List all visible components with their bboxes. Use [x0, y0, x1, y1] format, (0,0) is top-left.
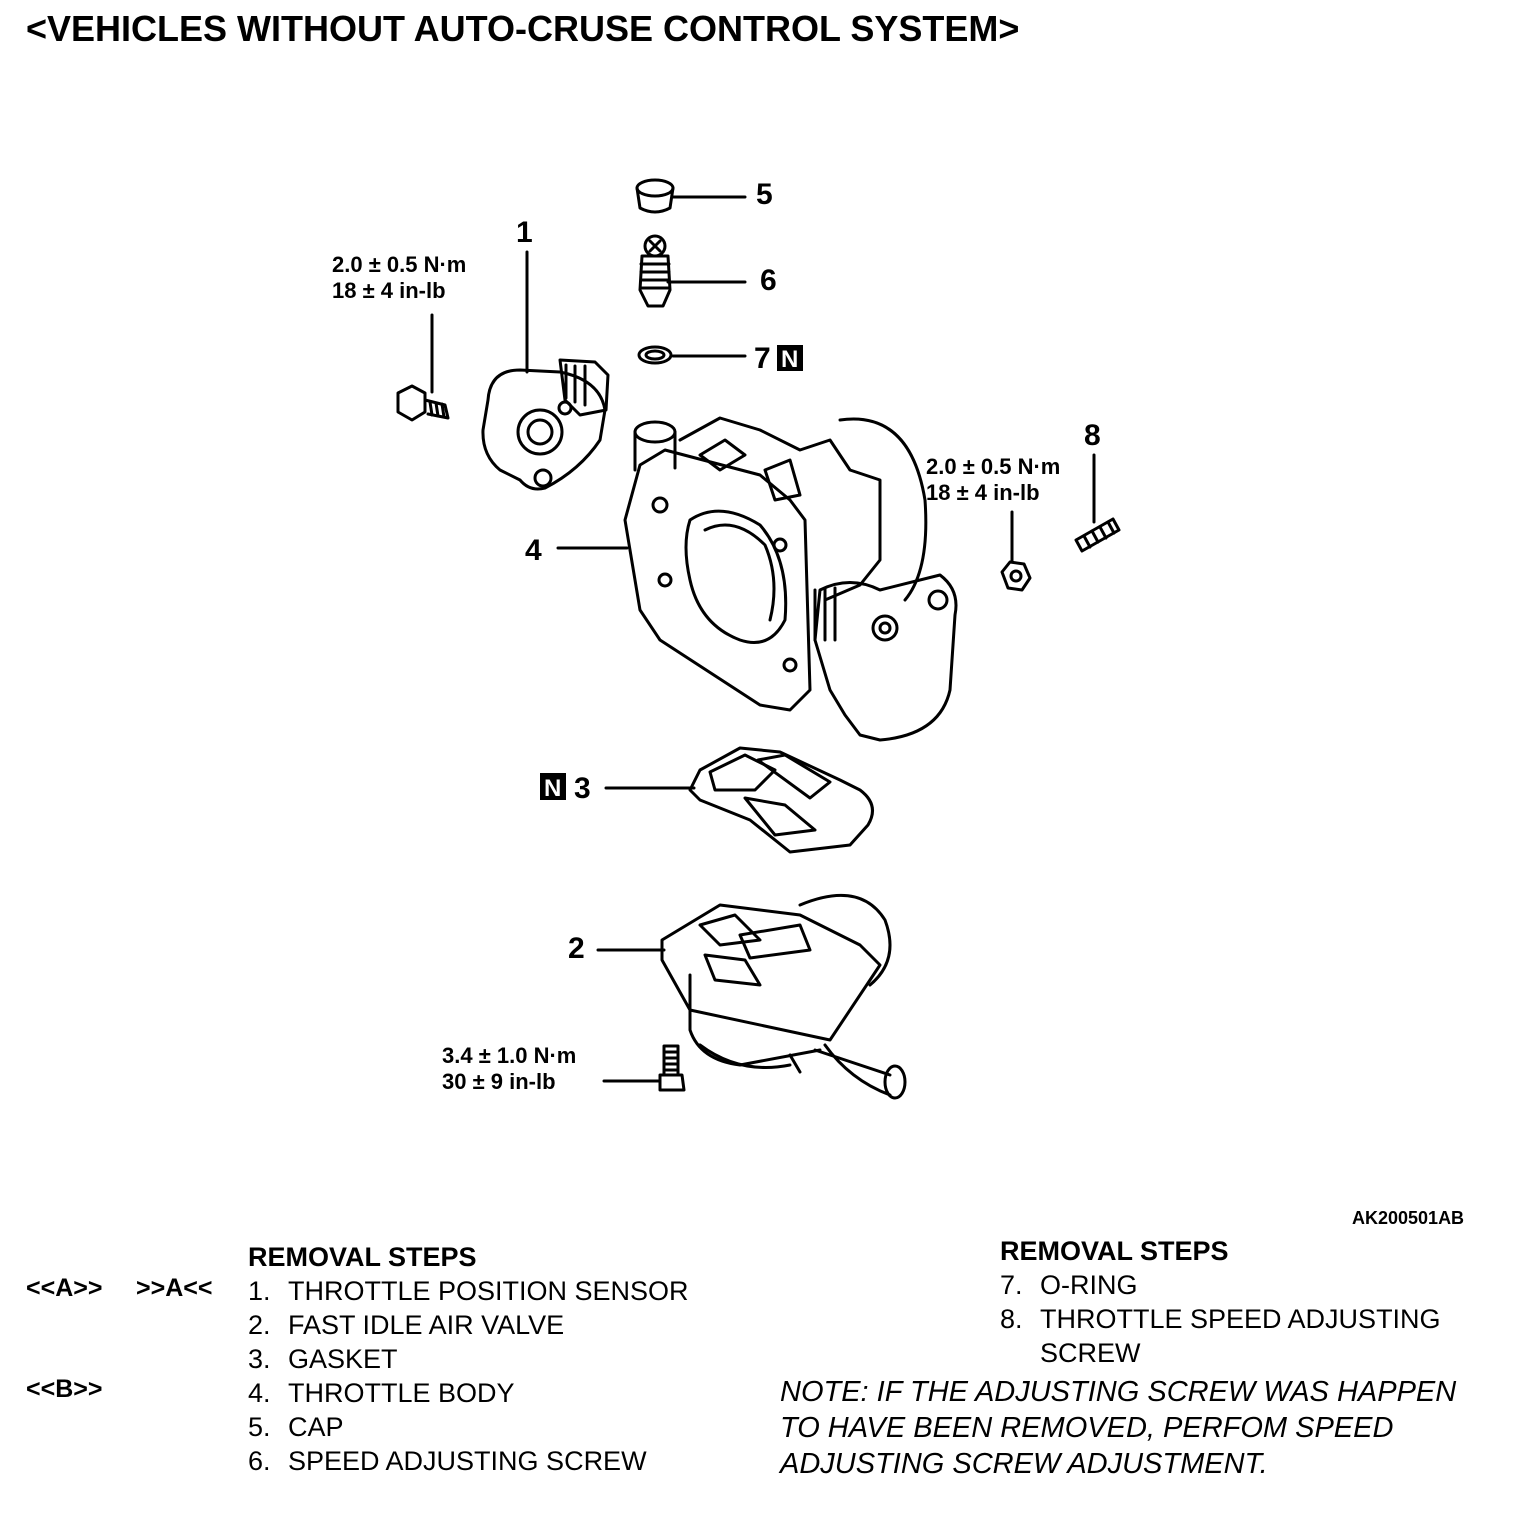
page-title: <VEHICLES WITHOUT AUTO-CRUSE CONTROL SYS… [26, 8, 1020, 49]
step-item: 1.THROTTLE POSITION SENSOR [248, 1276, 689, 1306]
new-part-mark-7: N [781, 346, 798, 373]
fast-idle-air-valve-part [660, 893, 907, 1100]
note-line: TO HAVE BEEN REMOVED, PERFOM SPEED [780, 1412, 1394, 1444]
step-item: 3.GASKET [248, 1344, 398, 1374]
new-part-badge-3 [540, 773, 566, 800]
right-steps-header: REMOVAL STEPS [1000, 1236, 1229, 1266]
fiav-screw-part [658, 1044, 686, 1092]
step-item: 7.O-RING [1000, 1270, 1138, 1300]
throttle-body-part [623, 416, 958, 742]
left-removal-steps: REMOVAL STEPS 1.THROTTLE POSITION SENSOR… [248, 1240, 689, 1478]
left-steps-header: REMOVAL STEPS [248, 1242, 477, 1272]
step-item: 5.CAP [248, 1412, 344, 1442]
adjustment-note: NOTE: IF THE ADJUSTING SCREW WAS HAPPEN … [780, 1374, 1500, 1482]
new-part-badge-7 [777, 345, 803, 371]
torque-nut-inlb: 18 ± 4 in-lb [926, 480, 1040, 505]
exploded-view-diagram: 5 6 7 N 1 4 8 N 3 2 2.0 ± 0.5 N·m 18 ± 4… [332, 178, 1121, 1100]
callout-5: 5 [756, 178, 773, 211]
callout-1: 1 [516, 216, 533, 249]
step-item: 8.THROTTLE SPEED ADJUSTING [1000, 1304, 1441, 1334]
nut-part [1000, 560, 1032, 592]
step-item: 4.THROTTLE BODY [248, 1378, 515, 1408]
callout-2: 2 [568, 932, 585, 965]
torque-tps-bolt-nm: 2.0 ± 0.5 N·m [332, 252, 466, 277]
service-code-b-removal: <<B>> [26, 1375, 103, 1403]
callout-8: 8 [1084, 419, 1101, 452]
throttle-position-sensor-part [481, 358, 610, 491]
callout-7: 7 [754, 342, 771, 375]
torque-nut-nm: 2.0 ± 0.5 N·m [926, 454, 1060, 479]
torque-tps-bolt-inlb: 18 ± 4 in-lb [332, 278, 446, 303]
callout-3: 3 [574, 772, 591, 805]
cap-part [635, 178, 675, 214]
tps-bolt-part [396, 384, 450, 422]
step-item: 6.SPEED ADJUSTING SCREW [248, 1446, 647, 1476]
service-code-a-removal: <<A>> [26, 1274, 103, 1302]
speed-adjusting-screw-part [638, 234, 672, 308]
service-code-a-install: >>A<< [136, 1274, 213, 1302]
o-ring-part [637, 345, 673, 365]
figure-reference: AK200501AB [1352, 1208, 1465, 1228]
gasket-part [688, 746, 874, 854]
callout-4: 4 [525, 534, 542, 567]
step-item-continuation: SCREW [1040, 1338, 1141, 1368]
right-removal-steps: REMOVAL STEPS 7.O-RING 8.THROTTLE SPEED … [1000, 1234, 1441, 1370]
torque-fiav-screw-nm: 3.4 ± 1.0 N·m [442, 1043, 576, 1068]
note-line: NOTE: IF THE ADJUSTING SCREW WAS HAPPEN [780, 1376, 1457, 1408]
throttle-speed-adjusting-screw-part [1074, 517, 1121, 553]
step-item: 2.FAST IDLE AIR VALVE [248, 1310, 565, 1340]
callout-6: 6 [760, 264, 777, 297]
note-line: ADJUSTING SCREW ADJUSTMENT. [780, 1448, 1268, 1480]
new-part-mark-3: N [544, 775, 561, 802]
torque-fiav-screw-inlb: 30 ± 9 in-lb [442, 1069, 556, 1094]
